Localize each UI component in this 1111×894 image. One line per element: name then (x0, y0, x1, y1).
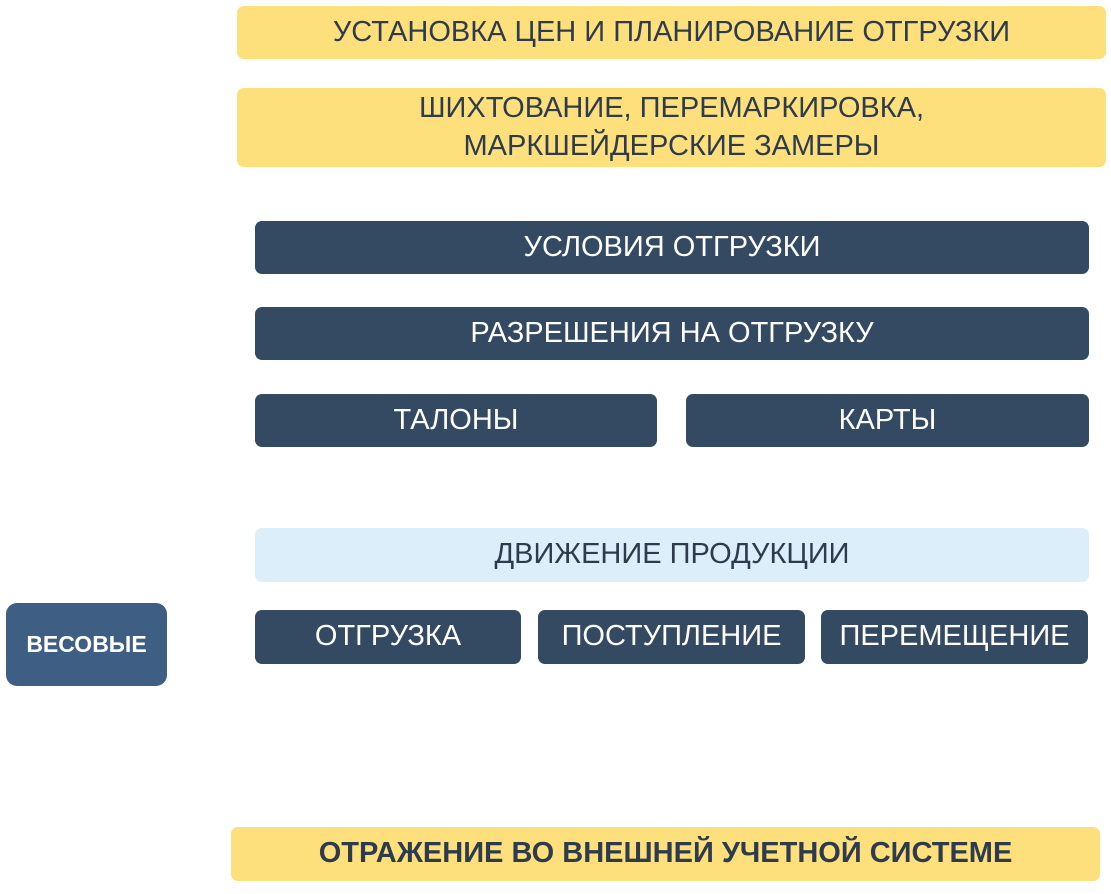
transfer-block: ПЕРЕМЕЩЕНИЕ (821, 610, 1088, 664)
pricing-planning-block: УСТАНОВКА ЦЕН И ПЛАНИРОВАНИЕ ОТГРУЗКИ (237, 6, 1106, 59)
shipment-terms-block: УСЛОВИЯ ОТГРУЗКИ (255, 221, 1089, 274)
receipt-block: ПОСТУПЛЕНИЕ (538, 610, 805, 664)
shipment-permits-block: РАЗРЕШЕНИЯ НА ОТГРУЗКУ (255, 307, 1089, 360)
blending-surveying-block: ШИХТОВАНИЕ, ПЕРЕМАРКИРОВКА, МАРКШЕЙДЕРСК… (237, 88, 1106, 167)
external-accounting-block: ОТРАЖЕНИЕ ВО ВНЕШНЕЙ УЧЕТНОЙ СИСТЕМЕ (231, 827, 1100, 881)
shipment-block: ОТГРУЗКА (255, 610, 521, 664)
cards-block: КАРТЫ (686, 394, 1089, 447)
coupons-block: ТАЛОНЫ (255, 394, 657, 447)
weighing-block: ВЕСОВЫЕ (6, 603, 167, 686)
product-movement-block: ДВИЖЕНИЕ ПРОДУКЦИИ (255, 528, 1089, 582)
